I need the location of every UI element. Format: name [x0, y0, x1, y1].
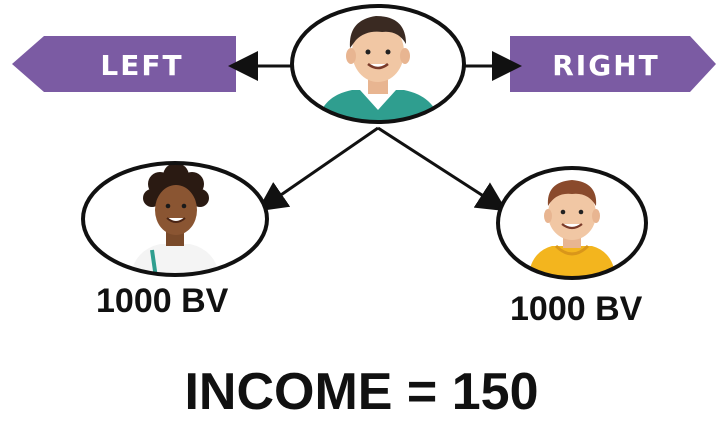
- right-tag: RIGHT: [510, 36, 716, 92]
- right-child-avatar: [496, 166, 648, 280]
- boy-avatar-icon: [528, 180, 616, 278]
- right-tag-label: RIGHT: [552, 49, 660, 82]
- left-child-avatar: [81, 161, 269, 277]
- income-text: INCOME = 150: [184, 363, 539, 421]
- arrow-to-left-child: [257, 126, 379, 212]
- left-tag: LEFT: [12, 36, 236, 92]
- top-avatar: [290, 4, 466, 124]
- left-child-bv: 1000 BV: [96, 282, 229, 320]
- man-avatar-icon: [318, 16, 440, 122]
- left-tag-label: LEFT: [100, 49, 183, 82]
- arrow-to-right-child: [377, 126, 508, 212]
- right-child-bv: 1000 BV: [510, 290, 643, 328]
- connectors: [228, 51, 522, 212]
